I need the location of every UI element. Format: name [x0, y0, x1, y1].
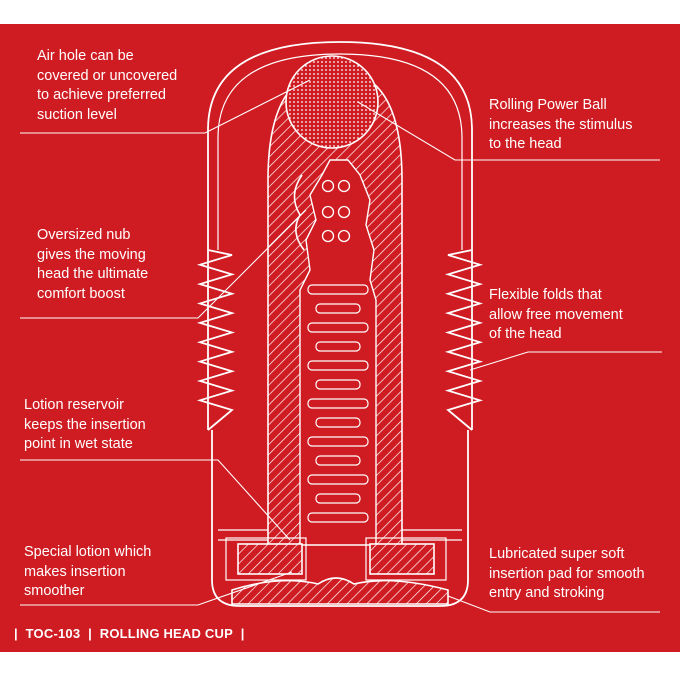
suction-dot: [321, 229, 335, 243]
footer-separator: |: [88, 626, 92, 641]
stimulation-rib: [307, 474, 369, 485]
callout-special-lotion: Special lotion which makes insertion smo…: [24, 544, 152, 599]
stimulation-ribs: [307, 284, 369, 523]
leader-reservoir: [20, 459, 291, 541]
stimulation-rib: [307, 360, 369, 371]
leader-lubricated-pad: [447, 595, 660, 613]
callout-air-hole: Air hole can be covered or uncovered to …: [37, 48, 178, 123]
stimulation-rib: [307, 322, 369, 333]
callout-lubricated-pad: Lubricated super soft insertion pad for …: [489, 546, 645, 601]
oversized-nub: [293, 174, 305, 251]
lotion-reservoir-left: [237, 543, 303, 575]
leader-power-ball: [357, 101, 660, 161]
lotion-reservoir-left-frame: [225, 537, 307, 581]
outer-casing-inner-shell: [217, 53, 463, 250]
product-footer: | TOC-103 | ROLLING HEAD CUP |: [14, 626, 249, 641]
stimulation-rib: [307, 512, 369, 523]
product-name: ROLLING HEAD CUP: [99, 626, 233, 641]
callout-power-ball: Rolling Power Ball increases the stimulu…: [489, 97, 633, 152]
leader-folds: [469, 351, 662, 371]
leader-air-hole: [20, 79, 311, 134]
leader-special-lotion: [20, 571, 293, 606]
leader-nub: [20, 209, 307, 319]
rolling-power-ball: [285, 55, 379, 149]
stimulation-rib: [315, 341, 361, 352]
flexible-folds-left: [196, 249, 236, 431]
lower-casing: [211, 430, 469, 607]
stimulation-rib: [315, 417, 361, 428]
footer-separator: |: [14, 626, 18, 641]
leader-lines: [20, 79, 662, 613]
lotion-reservoir-right: [369, 543, 435, 575]
suction-dot: [337, 205, 351, 219]
outer-casing-shell: [207, 41, 473, 430]
suction-dots: [321, 179, 351, 243]
flexible-folds-right: [444, 249, 484, 431]
suction-dot: [321, 205, 335, 219]
callout-nub: Oversized nub gives the moving head the …: [37, 227, 149, 302]
inner-channel: [299, 159, 377, 545]
stimulation-rib: [307, 398, 369, 409]
stimulation-rib: [315, 493, 361, 504]
stimulation-rib: [315, 379, 361, 390]
stimulation-rib: [315, 455, 361, 466]
footer-separator: |: [240, 626, 245, 641]
stimulation-rib: [315, 303, 361, 314]
lotion-reservoir-right-frame: [365, 537, 447, 581]
callout-reservoir: Lotion reservoir keeps the insertion poi…: [24, 397, 146, 452]
suction-dot: [321, 179, 335, 193]
suction-dot: [337, 229, 351, 243]
stimulation-rib: [307, 284, 369, 295]
callout-folds: Flexible folds that allow free movement …: [489, 287, 623, 342]
insertion-pad: [231, 577, 449, 605]
suction-dot: [337, 179, 351, 193]
model-number: TOC-103: [25, 626, 81, 641]
stimulation-rib: [307, 436, 369, 447]
